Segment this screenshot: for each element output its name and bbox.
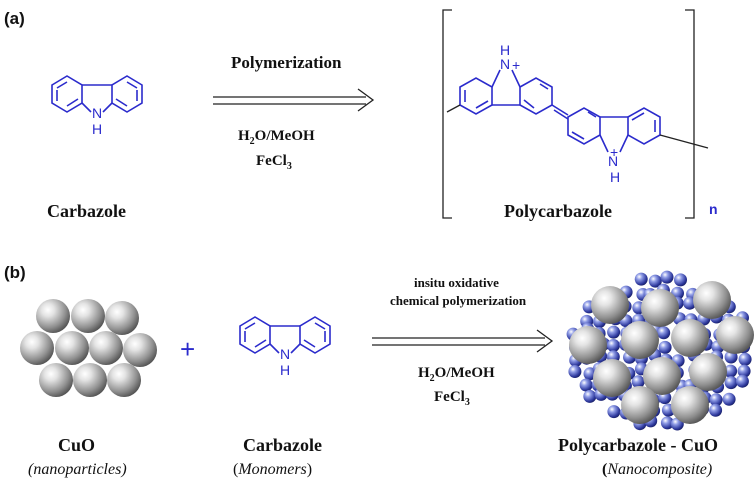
reaction-condition-line-1: insitu oxidative <box>414 275 499 290</box>
carbazole-structure-b: N H <box>239 316 331 378</box>
reagent-solvent-b: H2O/MeOH <box>418 365 495 384</box>
polymer-particle <box>606 339 620 352</box>
polymer-particle <box>735 374 749 388</box>
polymer-particle <box>568 365 582 378</box>
composite-name: Polycarbazole - CuO <box>558 435 718 455</box>
polymer-particle <box>724 376 738 390</box>
carbazole-name-b: Carbazole <box>243 435 322 455</box>
atom-h-right: H <box>610 169 620 185</box>
cuo-nanoparticle-cluster <box>20 299 157 397</box>
cuo-particle <box>569 326 607 364</box>
polymer-particle <box>738 352 752 366</box>
polymer-particle <box>607 325 621 339</box>
atom-n-left: N <box>500 56 510 72</box>
plus-sign: + <box>180 334 195 364</box>
polymer-particle <box>737 364 751 378</box>
atom-h-left: H <box>500 42 510 58</box>
polymer-particle <box>657 326 671 340</box>
repeat-n: n <box>709 201 718 217</box>
cuo-particle <box>689 353 727 391</box>
polycarbazole-structure: n N H + N + H <box>442 9 718 219</box>
cuo-particle <box>643 357 681 395</box>
cuo-particle <box>621 321 659 359</box>
polymer-particle <box>722 392 736 406</box>
polymer-particle <box>660 416 674 430</box>
polymer-particle <box>724 364 738 378</box>
polymer-particle <box>683 296 697 310</box>
cuo-particle <box>693 281 731 319</box>
polymer-particle <box>658 340 672 354</box>
atom-h: H <box>92 121 102 137</box>
reaction-arrow-b <box>372 329 554 353</box>
polymer-particle <box>631 375 645 389</box>
panel-a-label: (a) <box>4 9 25 28</box>
carbazole-structure-a: N H <box>51 75 143 137</box>
polymer-particle <box>648 274 662 288</box>
reaction-condition-line-2: chemical polymerization <box>390 293 527 308</box>
cuo-name: CuO <box>58 435 95 455</box>
panel-b-label: (b) <box>4 263 26 282</box>
cuo-particle <box>671 386 709 424</box>
reagent-oxidant-a: FeCl3 <box>256 153 292 172</box>
polymer-particle <box>674 273 687 287</box>
cuo-description: (nanoparticles) <box>28 461 127 478</box>
polymer-particle <box>607 405 621 419</box>
reagent-solvent-a: H2O/MeOH <box>238 128 315 147</box>
polymer-particle <box>583 389 597 403</box>
atom-n-b: N <box>280 346 290 362</box>
polymer-particle <box>660 270 674 284</box>
cuo-particle <box>641 289 679 327</box>
cuo-particle <box>671 319 709 357</box>
cuo-particle <box>593 359 631 397</box>
reaction-arrow-a <box>213 88 375 112</box>
charge-left: + <box>512 57 520 73</box>
composite-description: (Nanocomposite) <box>602 461 712 478</box>
cuo-particle <box>716 316 754 354</box>
carbazole-name-a: Carbazole <box>47 201 126 221</box>
polymer-particle <box>634 272 648 286</box>
nanocomposite-cluster <box>566 270 754 431</box>
polymer-particle <box>709 393 723 407</box>
charge-right: + <box>610 144 618 160</box>
polymer-particle <box>579 378 593 392</box>
reagent-oxidant-b: FeCl3 <box>434 389 470 408</box>
atom-n-right: N <box>608 153 618 169</box>
atom-n: N <box>92 105 102 121</box>
polycarbazole-name: Polycarbazole <box>504 201 612 221</box>
carbazole-description: (Monomers) <box>233 461 312 478</box>
polymer-particle <box>709 403 723 417</box>
cuo-particle <box>621 386 659 424</box>
polymerization-label: Polymerization <box>231 53 342 72</box>
atom-h-b: H <box>280 362 290 378</box>
cuo-particle <box>591 286 629 324</box>
